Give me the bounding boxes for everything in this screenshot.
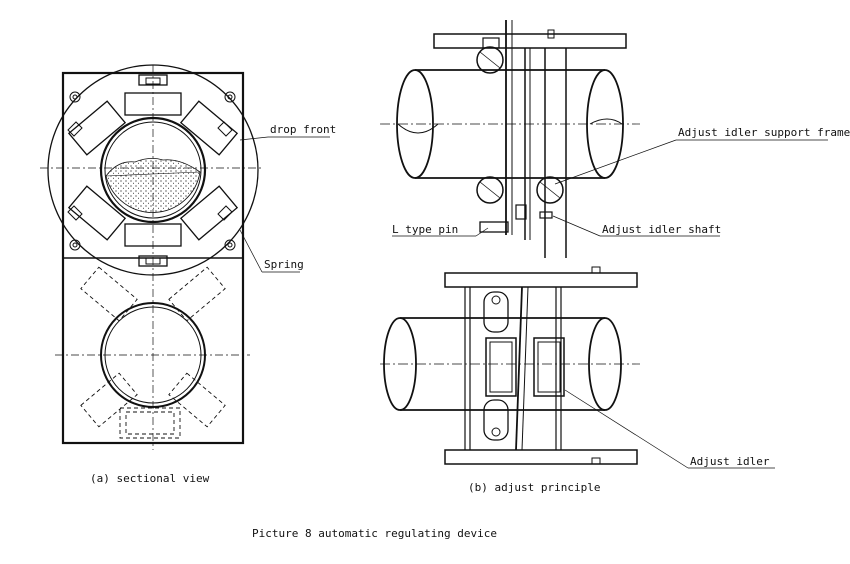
pipe-side-view-bottom xyxy=(400,317,605,411)
upper-idler-rollers xyxy=(67,92,239,247)
label-adjust-idler: Adjust idler xyxy=(690,455,770,468)
label-drop-front: drop front xyxy=(270,123,337,136)
figure-caption: Picture 8 automatic regulating device xyxy=(252,527,498,540)
conveyed-material xyxy=(105,158,201,213)
upper-flange-circle xyxy=(47,64,259,276)
caption-adjust-principle: (b) adjust principle xyxy=(468,481,601,494)
lower-pipe-section xyxy=(100,302,206,408)
label-adjust-idler-support-frame: Adjust idler support frame xyxy=(678,126,850,139)
label-l-type-pin: L type pin xyxy=(392,223,459,236)
adjust-principle-bottom xyxy=(380,266,775,469)
pipe-side-view-top xyxy=(415,69,605,179)
sectional-view-drawing xyxy=(40,64,330,450)
pipe-section xyxy=(99,116,207,224)
label-spring: Spring xyxy=(264,258,304,271)
corner-bolts xyxy=(69,91,236,251)
label-adjust-idler-shaft: Adjust idler shaft xyxy=(602,223,722,236)
caption-sectional-view: (a) sectional view xyxy=(90,472,210,485)
adjust-principle-top xyxy=(380,20,828,258)
